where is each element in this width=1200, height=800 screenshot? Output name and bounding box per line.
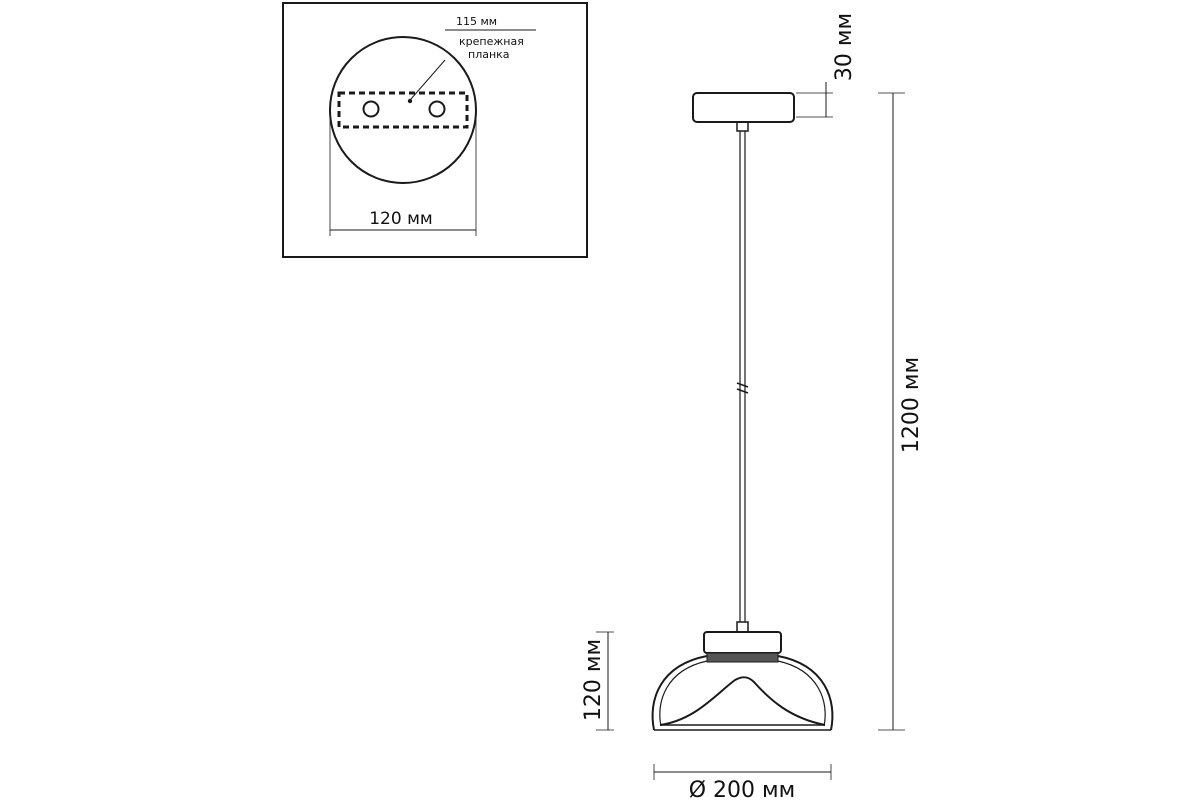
bracket-label-line1: крепежная xyxy=(459,35,524,48)
pendant-lamp: 30 мм 1200 мм 120 мм Ø 200 мм xyxy=(581,13,924,800)
cable-adjuster xyxy=(736,382,749,394)
shade-height-label: 120 мм xyxy=(581,639,606,721)
shade-outer-right xyxy=(777,655,834,731)
canopy-circle xyxy=(329,36,477,184)
shade-inner-left xyxy=(659,660,708,727)
canopy-cable-grip xyxy=(736,121,749,132)
shade-diameter-label: Ø 200 мм xyxy=(689,778,796,800)
inset-frame xyxy=(282,2,588,258)
ceiling-canopy xyxy=(692,92,795,123)
bar-width-label: 115 мм xyxy=(456,15,497,28)
screw-hole-left xyxy=(362,100,380,118)
mounting-bracket xyxy=(337,91,469,129)
screw-hole-right xyxy=(428,100,446,118)
shade-outer-left xyxy=(651,655,708,731)
canopy-height-label: 30 мм xyxy=(832,13,857,81)
shade-inner-right xyxy=(777,660,826,727)
mount-inset: 115 мм крепежная планка 120 мм xyxy=(282,2,588,258)
shade-cap xyxy=(703,631,782,654)
shade-cable-grip xyxy=(736,621,749,633)
shade-inner-fold xyxy=(659,676,826,726)
bracket-leader-line xyxy=(410,59,446,100)
bracket-label-line2: планка xyxy=(468,48,510,61)
shade-band xyxy=(706,652,779,663)
total-length-label: 1200 мм xyxy=(899,357,924,453)
bracket-center-dot xyxy=(407,98,413,104)
shade-bottom-rim xyxy=(654,724,831,731)
canopy-diameter-label: 120 мм xyxy=(369,209,433,229)
